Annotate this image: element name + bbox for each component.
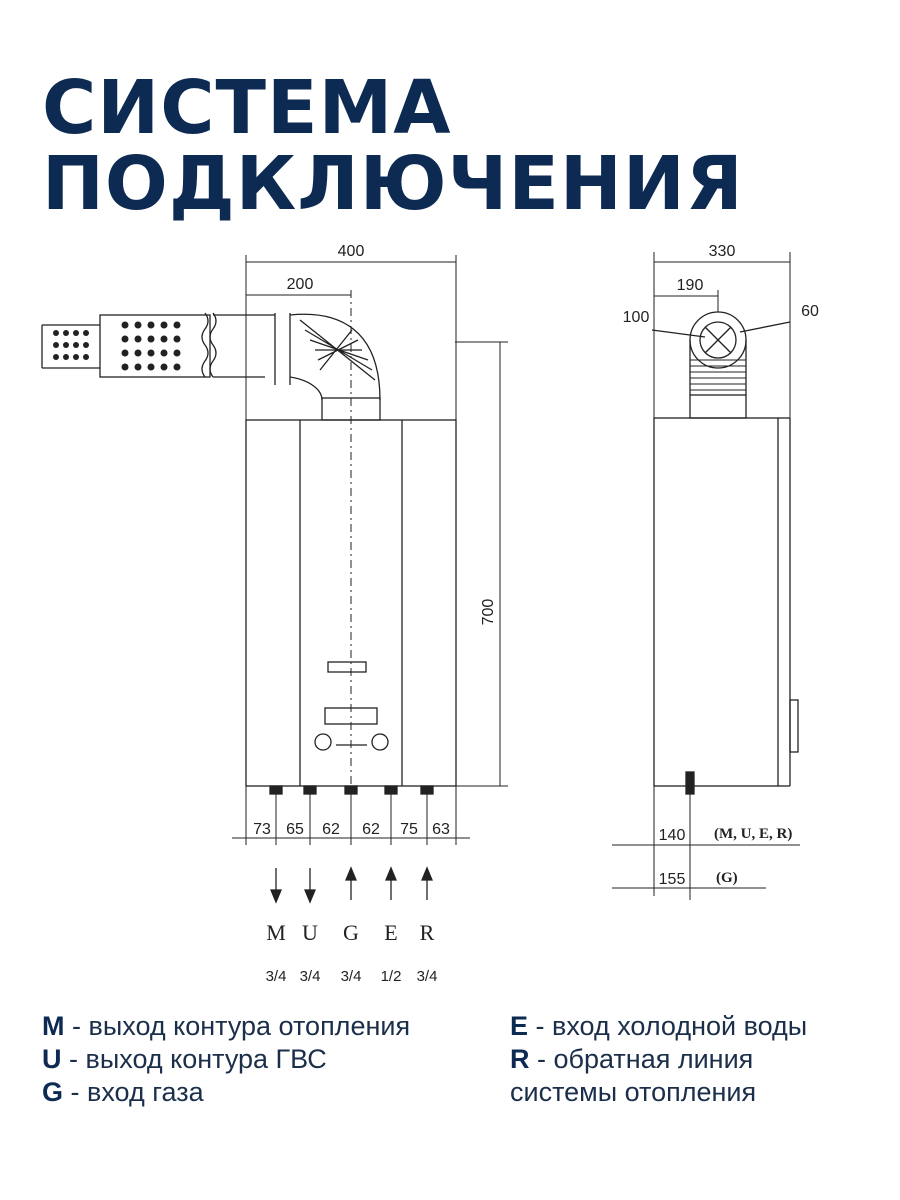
- dim-flue-outer: 100: [623, 309, 650, 326]
- front-view: [41, 255, 508, 845]
- title-line-2: ПОДКЛЮЧЕНИЯ: [42, 141, 744, 227]
- dim-height: 700: [480, 599, 497, 626]
- connection-letter-m: M: [266, 920, 286, 945]
- legend-item-r-continued: системы отопления: [510, 1077, 757, 1107]
- title-line-1: СИСТЕМА: [42, 65, 452, 151]
- dim-depth-gas: 155: [659, 871, 686, 888]
- dim-spacing-2: 65: [286, 821, 304, 838]
- dim-spacing-4: 62: [362, 821, 380, 838]
- connection-size-g: 3/4: [341, 968, 362, 985]
- side-view: [612, 252, 800, 900]
- connection-letter-g: G: [343, 920, 359, 945]
- connection-size-r: 3/4: [417, 968, 438, 985]
- dim-width-total: 400: [338, 243, 365, 260]
- front-badge: [327, 661, 367, 673]
- right-knob-icon: [371, 733, 389, 751]
- connection-letter-r: R: [420, 920, 435, 945]
- control-display: [324, 707, 378, 725]
- dim-depth-total: 330: [709, 243, 736, 260]
- dim-depth-water-note: (M, U, E, R): [714, 826, 792, 842]
- flue-inner-circle: [699, 321, 737, 359]
- bottom-connectors: [269, 785, 434, 795]
- dim-spacing-6: 63: [432, 821, 450, 838]
- left-knob-icon: [314, 733, 332, 751]
- dim-depth-gas-note: (G): [716, 870, 738, 886]
- dim-depth-to-flue: 190: [677, 277, 704, 294]
- legend-item-r: R - обратная линия: [510, 1044, 754, 1074]
- dim-depth-water: 140: [659, 827, 686, 844]
- page-title: СИСТЕМА ПОДКЛЮЧЕНИЯ: [42, 70, 744, 222]
- boiler-body-side: [653, 417, 779, 787]
- dim-width-half: 200: [287, 276, 314, 293]
- dim-spacing-3: 62: [322, 821, 340, 838]
- connection-letter-u: U: [302, 920, 318, 945]
- legend-item-e: E - вход холодной воды: [510, 1011, 808, 1041]
- legend-right: E - вход холодной воды R - обратная лини…: [510, 1010, 807, 1109]
- legend-left: M - выход контура отопления U - выход ко…: [42, 1010, 410, 1109]
- connection-size-m: 3/4: [266, 968, 287, 985]
- connection-size-e: 1/2: [381, 968, 402, 985]
- connection-size-u: 3/4: [300, 968, 321, 985]
- dim-flue-inner: 60: [801, 303, 819, 320]
- front-dimensions: [232, 255, 508, 845]
- legend-item-g: G - вход газа: [42, 1077, 204, 1107]
- legend-item-u: U - выход контура ГВС: [42, 1044, 327, 1074]
- connection-letter-e: E: [384, 920, 397, 945]
- flue-pipe: [41, 312, 381, 421]
- dim-spacing-5: 75: [400, 821, 418, 838]
- connection-arrows: [270, 866, 433, 904]
- legend-item-m: M - выход контура отопления: [42, 1011, 411, 1041]
- dim-spacing-1: 73: [253, 821, 271, 838]
